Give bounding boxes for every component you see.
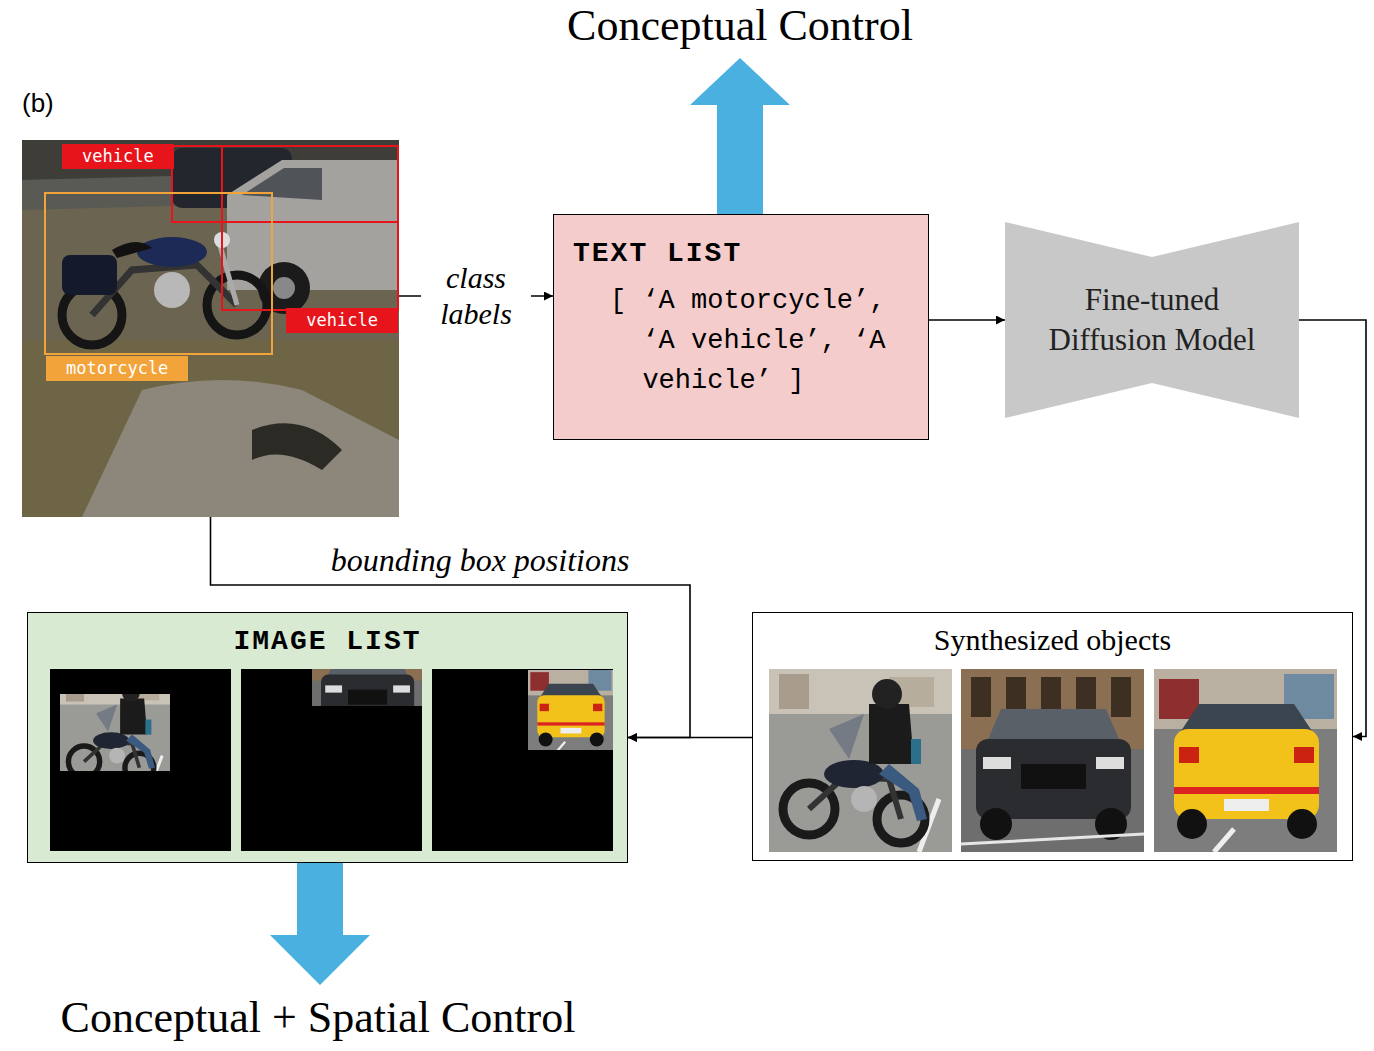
mask-panels-part [50, 669, 231, 851]
street-photo-part [22, 340, 399, 517]
connector [929, 319, 1005, 321]
text-list-box: TEXT LIST [ ‘A motorcycle’, ‘A vehicle’, … [553, 214, 929, 440]
box-tag: vehicle [62, 144, 174, 169]
street-photo-part [62, 255, 117, 295]
synthesized-images-part [961, 669, 1144, 852]
street-photo-part [137, 237, 207, 267]
synthesized-images-part [1154, 669, 1337, 852]
edge-label: class labels [421, 260, 531, 332]
control-label: Conceptual Control [520, 2, 960, 50]
control-label: Conceptual + Spatial Control [18, 994, 618, 1042]
big-arrow [270, 863, 370, 985]
street-photo-part [45, 193, 272, 354]
mask-panels-part [60, 678, 170, 788]
edge-label: bounding box positions [331, 541, 630, 579]
hourglass-shape-part [1005, 222, 1299, 418]
list-text: [ ‘A motorcycle’, ‘A vehicle’, ‘A vehicl… [610, 281, 912, 401]
synth-box: Synthesized objects [752, 612, 1353, 861]
mask-panels-part [528, 668, 613, 753]
big-arrow [690, 58, 790, 214]
box-tag: vehicle [286, 308, 398, 333]
hourglass-shape [1005, 222, 1299, 418]
box-heading: IMAGE LIST [28, 625, 627, 659]
synthesized-images-part [769, 669, 952, 852]
street-photo-part [82, 380, 399, 517]
street-photo-part [273, 277, 295, 299]
street-photo-part [154, 272, 190, 308]
box-heading: Synthesized objects [753, 621, 1352, 659]
street-photo-part [252, 423, 342, 470]
street-photo-part [112, 242, 152, 258]
street-photo-part [172, 146, 398, 222]
street-photo-part [222, 146, 398, 310]
box-tag: motorcycle [46, 356, 188, 381]
street-photo-part [242, 168, 322, 200]
box-heading: TEXT LIST [573, 237, 742, 271]
street-photo-part [22, 140, 399, 517]
photo-panel: vehicle vehicle motorcycle [22, 140, 399, 517]
model-name: Fine-tuned Diffusion Model [1022, 280, 1282, 360]
image-list-box: IMAGE LIST [27, 612, 628, 863]
street-photo-part [227, 160, 399, 290]
model-shape: Fine-tuned Diffusion Model [1005, 222, 1299, 418]
panel-letter: (b) [22, 88, 54, 118]
